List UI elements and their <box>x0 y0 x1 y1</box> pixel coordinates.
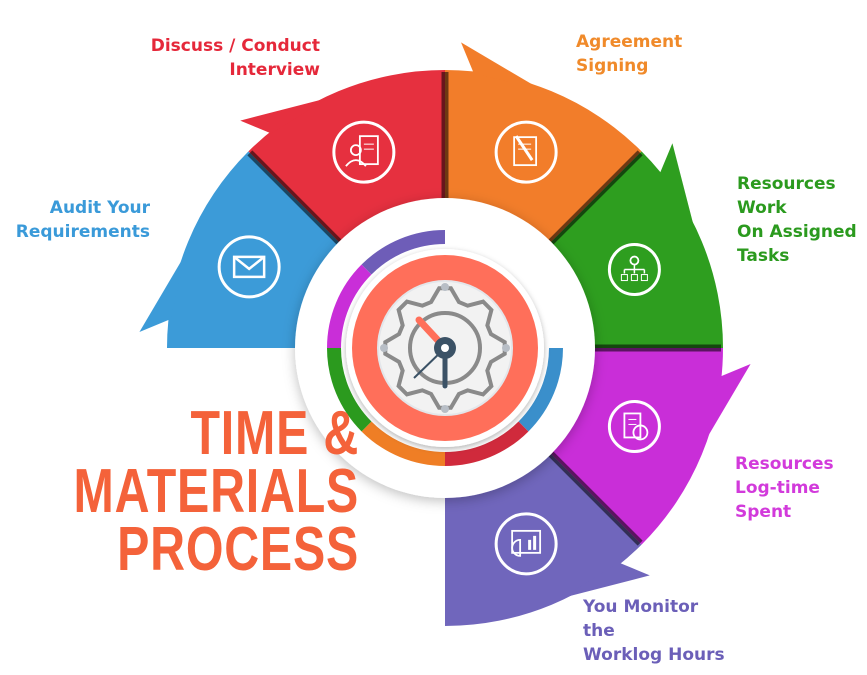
label-line: Log-time <box>735 478 820 498</box>
label-line: On Assigned <box>737 222 857 242</box>
timesheet-clock-icon <box>607 399 661 453</box>
label-line: Signing <box>576 56 649 76</box>
callout-tab <box>704 364 751 443</box>
callout-tab <box>139 253 186 332</box>
label-line: Agreement <box>576 32 683 52</box>
segment-discuss <box>240 70 445 245</box>
inner-ring-arc <box>518 348 563 432</box>
callout-tab <box>561 562 650 599</box>
contract-signing-icon <box>494 120 558 184</box>
callout-tab <box>461 42 540 89</box>
inner-ring-arc <box>327 348 372 432</box>
label-line: Discuss / Conduct <box>150 36 320 56</box>
label-line: Worklog Hours <box>583 645 725 665</box>
label-line: Requirements <box>15 222 150 242</box>
label-line: Tasks <box>737 246 790 266</box>
dashboard-chart-icon <box>494 512 558 576</box>
title-line-1: TIME & <box>190 399 359 468</box>
envelope-icon <box>217 235 281 299</box>
label-line: Interview <box>229 60 320 80</box>
inner-ring-arc <box>361 421 445 466</box>
segment-resources-work <box>548 143 723 348</box>
label-line: You Monitor <box>583 597 699 617</box>
label-line: Resources <box>737 174 836 194</box>
label-line: Spent <box>735 502 792 522</box>
task-hierarchy-icon <box>607 243 661 297</box>
clock-coral-ring <box>352 255 538 441</box>
gear-clock-icon <box>380 283 510 413</box>
interview-document-icon <box>332 120 396 184</box>
inner-ring-arc <box>327 264 372 348</box>
label-line: Audit Your <box>49 198 150 218</box>
label-line: the <box>583 621 615 641</box>
callout-tab <box>659 143 696 232</box>
title-line-3: PROCESS <box>117 515 359 584</box>
inner-ring-arc <box>361 230 445 275</box>
inner-ring-arc <box>445 421 529 466</box>
label-line: Resources <box>735 454 834 474</box>
infographic-title: TIME & MATERIALS PROCESS <box>73 399 359 584</box>
segment-monitor <box>445 451 650 626</box>
callout-tab <box>240 97 329 134</box>
title-line-2: MATERIALS <box>73 457 359 526</box>
label-line: Work <box>737 198 787 218</box>
